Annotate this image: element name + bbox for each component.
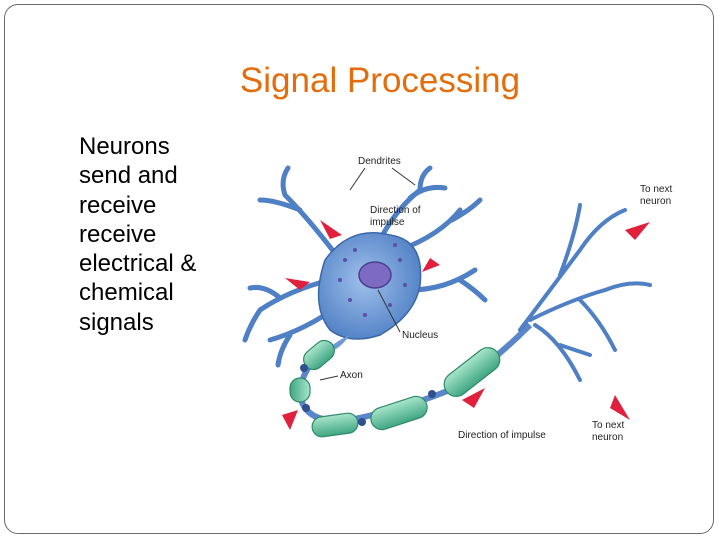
- label-to-next-neuron-bottom-1: To next: [592, 420, 624, 431]
- body-line: send and: [79, 162, 178, 190]
- nucleus: [358, 261, 392, 289]
- label-leaders: [319, 167, 416, 381]
- label-direction-top-1: Direction of: [370, 205, 421, 216]
- label-to-next-neuron-top-2: neuron: [640, 196, 671, 207]
- body-line: Neurons: [79, 133, 170, 160]
- slide-title: Signal Processing: [239, 61, 521, 100]
- nissl-dots: [338, 243, 407, 317]
- body-line: receive: [79, 191, 157, 219]
- neuron-diagram: Dendrites Direction of impulse Nucleus A…: [242, 156, 672, 443]
- body-line: electrical &: [79, 250, 197, 278]
- axon-terminals: [518, 203, 652, 382]
- label-to-next-neuron-bottom-2: neuron: [592, 432, 623, 443]
- body-line: signals: [79, 308, 154, 336]
- label-direction-top-2: impulse: [370, 217, 405, 228]
- myelin-sheath: [289, 339, 501, 438]
- label-to-next-neuron-top-1: To next: [640, 184, 672, 195]
- body-line: chemical: [79, 279, 174, 307]
- body-text: Neurons send and receive receive electri…: [79, 132, 249, 337]
- body-line: receive: [79, 220, 157, 248]
- label-dendrites: Dendrites: [358, 156, 401, 167]
- label-axon: Axon: [340, 370, 363, 381]
- impulse-arrows: [282, 220, 650, 430]
- nodes-of-ranvier: [300, 364, 436, 426]
- label-nucleus: Nucleus: [402, 330, 438, 341]
- label-direction-bottom: Direction of impulse: [458, 430, 546, 441]
